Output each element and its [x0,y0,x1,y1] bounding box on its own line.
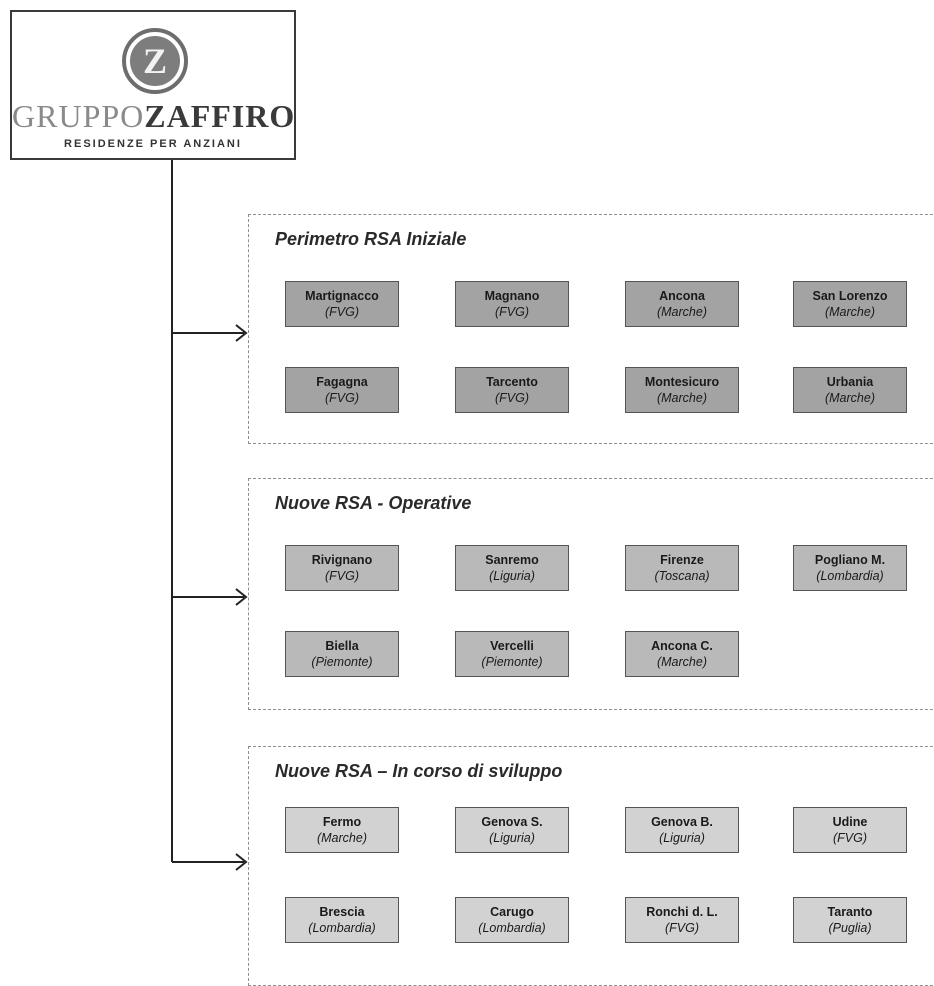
logo-name-part1: GRUPPO [12,98,145,134]
group-title: Nuove RSA - Operative [275,493,472,513]
facility-region: (FVG) [664,921,700,935]
facility-name: Sanremo [485,553,539,567]
facility-name: Genova S. [481,815,543,829]
group-title: Perimetro RSA Iniziale [275,229,467,249]
facility-region: (FVG) [494,391,530,405]
facility-name: San Lorenzo [812,289,888,303]
facility-name: Ancona [659,289,705,303]
facility-box: Biella (Piemonte) [285,631,399,677]
facility-name: Firenze [660,553,704,567]
facility-box: Firenze (Toscana) [625,545,739,591]
facility-box: Carugo (Lombardia) [455,897,569,943]
svg-text:Z: Z [143,41,167,81]
facility-region: (Puglia) [828,921,872,935]
logo-name-part2: ZAFFIRO [144,98,296,134]
facility-region: (Marche) [656,305,707,319]
facility-box: Brescia (Lombardia) [285,897,399,943]
logo-tagline: RESIDENZE PER ANZIANI [64,138,242,150]
facility-box: Pogliano M. (Lombardia) [793,545,907,591]
facility-region: (Lombardia) [308,921,376,935]
facility-box: Urbania (Marche) [793,367,907,413]
facility-region: (FVG) [324,391,360,405]
facility-region: (Liguria) [659,831,705,845]
facility-box: Fagagna (FVG) [285,367,399,413]
facility-name: Ronchi d. L. [646,905,718,919]
facility-name: Genova B. [651,815,713,829]
facility-region: (Lombardia) [478,921,546,935]
facility-region: (Marche) [824,305,875,319]
zaffiro-emblem-icon: Z [122,28,188,94]
company-logo: Z GRUPPOZAFFIRO RESIDENZE PER ANZIANI [10,10,296,160]
facility-region: (FVG) [324,305,360,319]
facility-name: Montesicuro [644,375,720,389]
facility-box: Martignacco (FVG) [285,281,399,327]
facility-region: (Marche) [656,655,707,669]
group-nuove-rsa-operative: Nuove RSA - Operative Rivignano (FVG) San… [248,478,934,710]
facility-name: Biella [325,639,359,653]
facility-region: (Marche) [656,391,707,405]
group-nuove-rsa-in-sviluppo: Nuove RSA – In corso di sviluppo Fermo (M… [248,746,934,986]
connector-arrowhead-2 [235,588,248,606]
facility-box: Udine (FVG) [793,807,907,853]
facility-name: Magnano [484,289,540,303]
facility-region: (Toscana) [654,569,710,583]
facility-region: (FVG) [494,305,530,319]
facility-region: (Marche) [316,831,367,845]
group-perimetro-rsa-iniziale: Perimetro RSA Iniziale Martignacco(FVG) … [248,214,934,444]
facility-name: Fagagna [316,375,368,389]
facility-region: (Piemonte) [481,655,543,669]
facility-box: Vercelli (Piemonte) [455,631,569,677]
facility-name: Udine [832,815,868,829]
facility-region: (FVG) [832,831,868,845]
connector-arrowhead-3 [235,853,248,871]
facility-name: Tarcento [486,375,538,389]
facility-box: Genova B. (Liguria) [625,807,739,853]
facility-box: Ancona (Marche) [625,281,739,327]
facility-box: San Lorenzo (Marche) [793,281,907,327]
facility-box: Fermo (Marche) [285,807,399,853]
facility-box: Genova S. (Liguria) [455,807,569,853]
facility-name: Fermo [322,815,362,829]
facility-region: (Liguria) [489,569,535,583]
facility-name: Brescia [319,905,365,919]
facility-name: Rivignano [311,553,373,567]
facility-name: Martignacco [305,289,379,303]
facility-box: Ronchi d. L. (FVG) [625,897,739,943]
facility-box: Ancona C. (Marche) [625,631,739,677]
facility-name: Pogliano M. [814,553,886,567]
facility-region: (Lombardia) [816,569,884,583]
facility-name: Vercelli [490,639,534,653]
connector-arrowhead-1 [235,324,248,342]
facility-box: Tarcento (FVG) [455,367,569,413]
facility-box: Sanremo (Liguria) [455,545,569,591]
group-title: Nuove RSA – In corso di sviluppo [275,761,563,781]
facility-region: (FVG) [324,569,360,583]
facility-region: (Piemonte) [311,655,373,669]
facility-box: Taranto (Puglia) [793,897,907,943]
facility-name: Urbania [826,375,874,389]
facility-name: Ancona C. [651,639,713,653]
facility-region: (Marche) [824,391,875,405]
facility-box: Magnano (FVG) [455,281,569,327]
facility-box: Montesicuro (Marche) [625,367,739,413]
logo-wordmark: GRUPPOZAFFIRO [12,100,294,132]
facility-box: Rivignano (FVG) [285,545,399,591]
facility-region: (Liguria) [489,831,535,845]
facility-name: Taranto [827,905,873,919]
facility-name: Carugo [490,905,534,919]
